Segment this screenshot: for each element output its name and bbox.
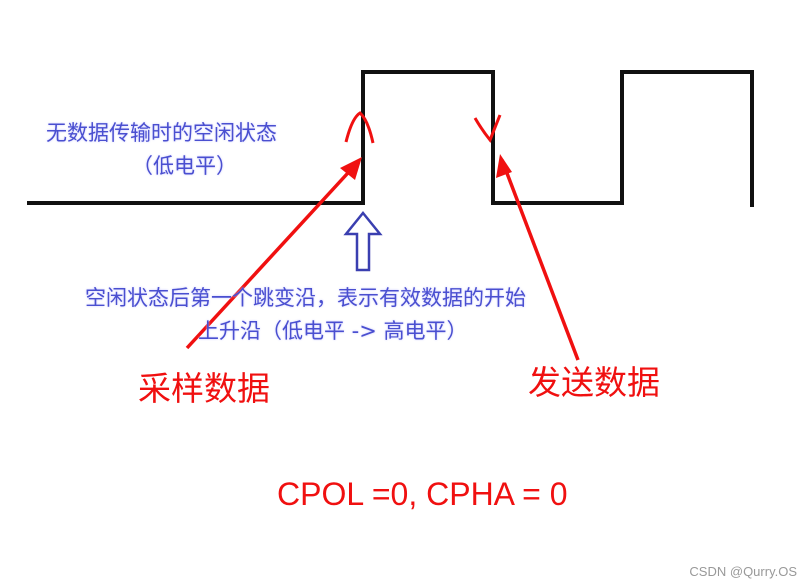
idle-state-label: 无数据传输时的空闲状态 — [46, 121, 277, 145]
idle-state-sublabel: （低电平） — [132, 154, 237, 178]
up-arrow-icon — [343, 211, 383, 272]
send-arrow — [500, 159, 580, 361]
clock-waveform — [27, 70, 754, 207]
send-data-label: 发送数据 — [528, 363, 660, 402]
mode-label: CPOL =0, CPHA = 0 — [277, 476, 568, 512]
send-arrowhead — [496, 154, 512, 178]
falling-edge-mark — [473, 114, 502, 143]
watermark: CSDN @Qurry.OS — [689, 564, 797, 579]
first-edge-label: 空闲状态后第一个跳变沿，表示有效数据的开始 — [85, 286, 526, 310]
sample-arrowhead — [340, 157, 362, 180]
sample-arrow — [185, 160, 360, 350]
rising-edge-mark — [344, 111, 375, 144]
sample-data-label: 采样数据 — [138, 369, 270, 408]
rising-edge-label: 上升沿（低电平 -> 高电平） — [198, 319, 468, 343]
